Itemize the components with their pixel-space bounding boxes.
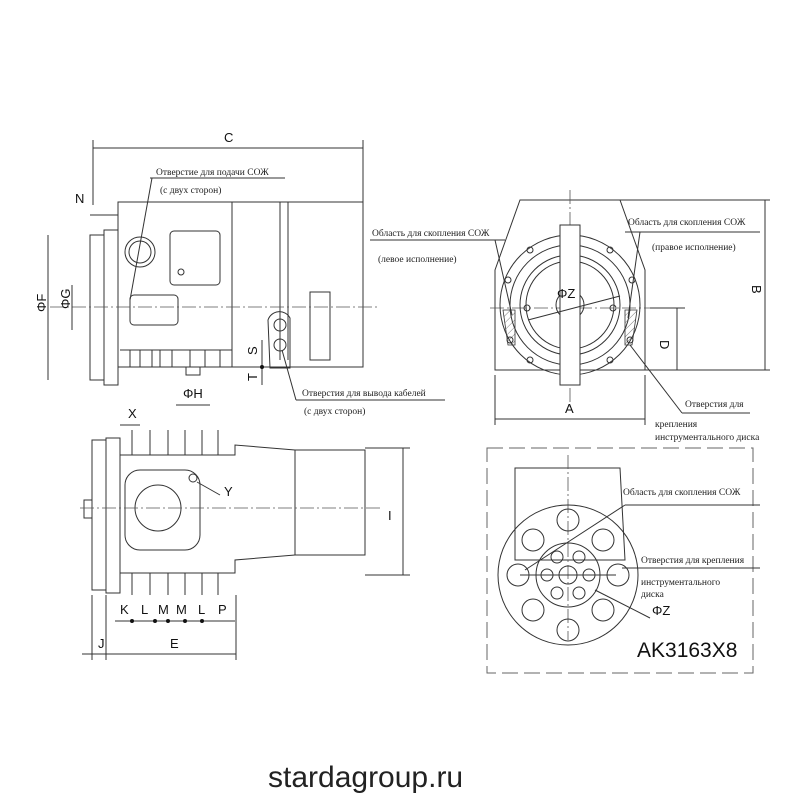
dim-k: K (120, 602, 129, 617)
dim-x: X (128, 406, 137, 421)
dim-g: ΦG (58, 289, 73, 309)
note-mount-holes-1: Отверстия для (685, 400, 744, 410)
site-watermark: stardagroup.ru (268, 761, 463, 794)
note-coolant-right-sub: (правое исполнение) (652, 242, 736, 253)
dim-n: N (75, 191, 84, 206)
disc-note-mount-3: диска (641, 590, 665, 600)
dim-p: P (218, 602, 227, 617)
disc-note-coolant: Область для скопления СОЖ (623, 487, 741, 498)
note-coolant-left-sub: (левое исполнение) (378, 254, 457, 265)
dim-b: B (749, 285, 764, 294)
dim-y: Y (224, 484, 233, 499)
note-coolant-right: Область для скопления СОЖ (628, 217, 746, 228)
dim-m1: M (158, 602, 169, 617)
disc-note-mount-2: инструментального (641, 578, 720, 588)
note-mount-holes-2: крепления (655, 420, 698, 430)
dim-c: C (224, 130, 233, 145)
disc-dim-z: ΦZ (652, 603, 670, 618)
dim-e: E (170, 636, 179, 651)
dim-j: J (98, 636, 105, 651)
dim-h: ΦH (183, 386, 203, 401)
note-coolant-inlet-sub: (с двух сторон) (160, 185, 221, 196)
note-cable-outlet: Отверстия для вывода кабелей (302, 388, 426, 399)
dim-i: I (388, 508, 392, 523)
model-label: AK3163X8 (637, 639, 737, 662)
bolt-holes (504, 246, 636, 364)
note-cable-outlet-sub: (с двух сторон) (304, 406, 365, 417)
disc-note-mount-1: Отверстия для крепления (641, 556, 745, 566)
note-coolant-left: Область для скопления СОЖ (372, 228, 490, 239)
dim-f: ΦF (34, 294, 49, 312)
dim-s: S (245, 346, 260, 355)
fins (120, 349, 232, 367)
dim-t: T (245, 373, 260, 381)
dim-m2: M (176, 602, 187, 617)
tool-stations (506, 508, 630, 642)
disc-view: Область для скопления СОЖ Отверстия для … (486, 447, 760, 674)
dim-z: ΦZ (557, 286, 575, 301)
top-view: C N ΦF ΦG ΦH (34, 130, 445, 417)
dim-d: D (657, 340, 672, 349)
dim-points (130, 619, 204, 623)
note-mount-holes-3: инструментального диска (655, 433, 760, 443)
note-coolant-inlet: Отверстие для подачи СОЖ (156, 168, 269, 178)
front-view: ΦZ A B D Область для скопления СОЖ (лево… (370, 190, 770, 443)
dim-l2: L (198, 602, 205, 617)
dim-a: A (565, 401, 574, 416)
dim-l1: L (141, 602, 148, 617)
side-view: X Y I K L M M L P J E (80, 406, 410, 660)
side-fins (131, 430, 219, 595)
